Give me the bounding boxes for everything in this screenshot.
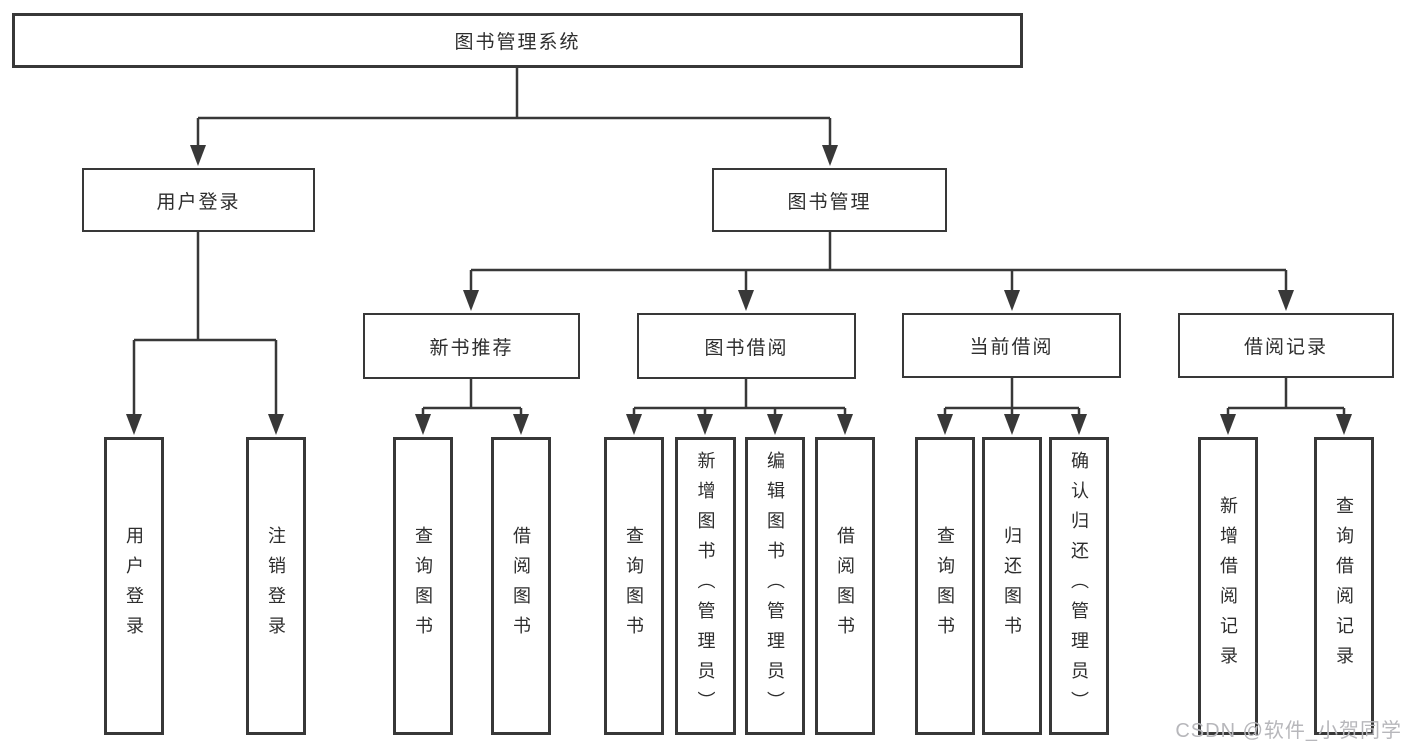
leaf-logout: 注销登录 <box>246 437 306 735</box>
node-book-management: 图书管理 <box>712 168 947 232</box>
leaf-newbook-query-books: 查询图书 <box>393 437 453 735</box>
arrowhead-icon <box>190 145 206 166</box>
arrowhead-icon <box>463 290 479 311</box>
node-user-login: 用户登录 <box>82 168 315 232</box>
leaf-user-login: 用户登录 <box>104 437 164 735</box>
arrowhead-icon <box>1278 290 1294 311</box>
arrowhead-icon <box>268 414 284 435</box>
leaf-current-query-books: 查询图书 <box>915 437 975 735</box>
leaf-records-add-record: 新增借阅记录 <box>1198 437 1258 735</box>
node-root: 图书管理系统 <box>12 13 1023 68</box>
arrowhead-icon <box>126 414 142 435</box>
node-current-borrowing: 当前借阅 <box>902 313 1121 378</box>
node-book-borrowing: 图书借阅 <box>637 313 856 379</box>
leaf-borrow-borrow-books: 借阅图书 <box>815 437 875 735</box>
leaf-newbook-borrow-books: 借阅图书 <box>491 437 551 735</box>
arrowhead-icon <box>697 414 713 435</box>
arrowhead-icon <box>837 414 853 435</box>
arrowhead-icon <box>1004 414 1020 435</box>
node-new-book-recommend: 新书推荐 <box>363 313 580 379</box>
arrowhead-icon <box>767 414 783 435</box>
leaf-borrow-edit-books-admin: 编辑图书（管理员） <box>745 437 805 735</box>
leaf-records-query-record: 查询借阅记录 <box>1314 437 1374 735</box>
leaf-current-return-books: 归还图书 <box>982 437 1042 735</box>
arrowhead-icon <box>1336 414 1352 435</box>
node-borrow-records: 借阅记录 <box>1178 313 1394 378</box>
arrowhead-icon <box>1071 414 1087 435</box>
arrowhead-icon <box>1004 290 1020 311</box>
arrowhead-icon <box>626 414 642 435</box>
arrowhead-icon <box>513 414 529 435</box>
arrowhead-icon <box>822 145 838 166</box>
leaf-current-confirm-return-admin: 确认归还（管理员） <box>1049 437 1109 735</box>
arrowhead-icon <box>738 290 754 311</box>
arrowhead-icon <box>937 414 953 435</box>
arrowhead-icon <box>1220 414 1236 435</box>
leaf-borrow-query-books: 查询图书 <box>604 437 664 735</box>
arrowhead-icon <box>415 414 431 435</box>
leaf-borrow-add-books-admin: 新增图书（管理员） <box>675 437 736 735</box>
